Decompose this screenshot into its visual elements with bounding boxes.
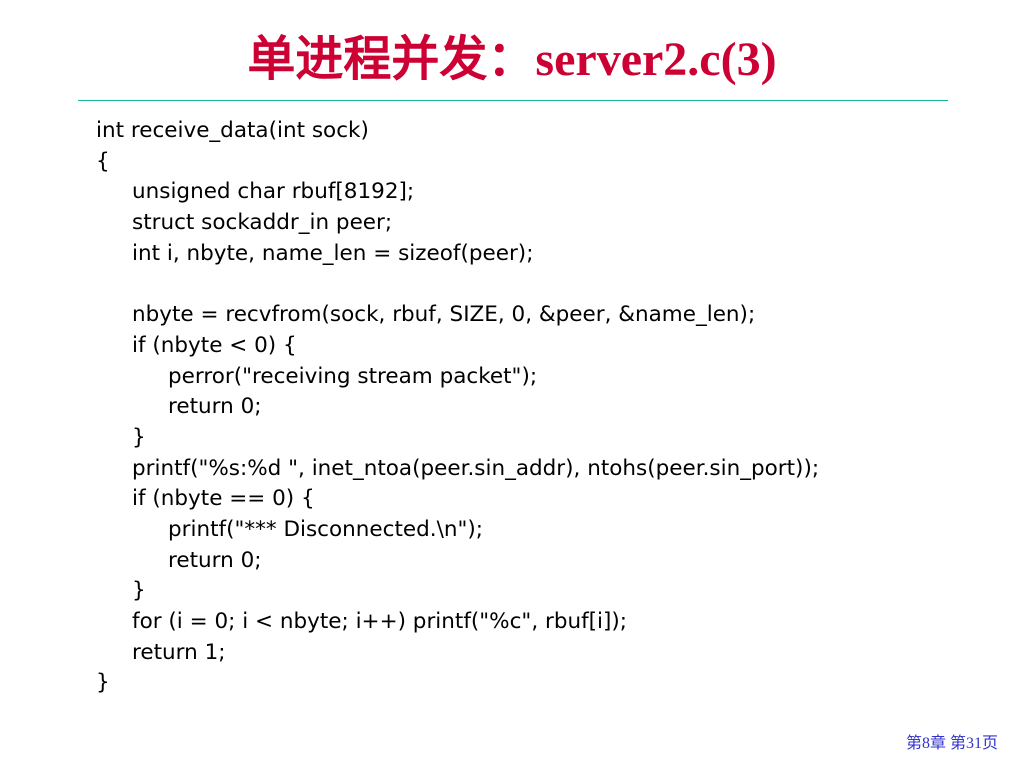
code-line: return 0;: [168, 547, 262, 573]
page-footer: 第8章 第31页: [905, 735, 998, 752]
code-line: if (nbyte < 0) {: [132, 332, 297, 358]
code-block: int receive_data(int sock) { unsigned ch…: [96, 116, 996, 699]
code-line: unsigned char rbuf[8192];: [132, 179, 415, 205]
code-line: perror("receiving stream packet");: [168, 363, 538, 389]
title-divider: [78, 100, 948, 101]
code-line: }: [132, 424, 146, 450]
code-line: for (i = 0; i < nbyte; i++) printf("%c",…: [132, 609, 628, 634]
code-line: nbyte = recvfrom(sock, rbuf, SIZE, 0, &p…: [132, 302, 756, 328]
code-line: int i, nbyte, name_len = sizeof(peer);: [132, 240, 534, 266]
code-line: }: [132, 578, 146, 604]
code-line: struct sockaddr_in peer;: [132, 210, 393, 236]
slide-title: 单进程并发：server2.c(3): [247, 33, 777, 86]
code-line: return 1;: [132, 639, 226, 665]
code-line: if (nbyte == 0) {: [132, 486, 315, 512]
code-line: [96, 269, 996, 300]
code-line: int receive_data(int sock): [96, 118, 369, 143]
code-line: return 0;: [168, 394, 262, 420]
code-line: printf("%s:%d ", inet_ntoa(peer.sin_addr…: [132, 455, 820, 481]
code-line: printf("*** Disconnected.\n");: [168, 516, 483, 542]
code-line: }: [96, 670, 110, 696]
code-line: {: [96, 148, 110, 174]
